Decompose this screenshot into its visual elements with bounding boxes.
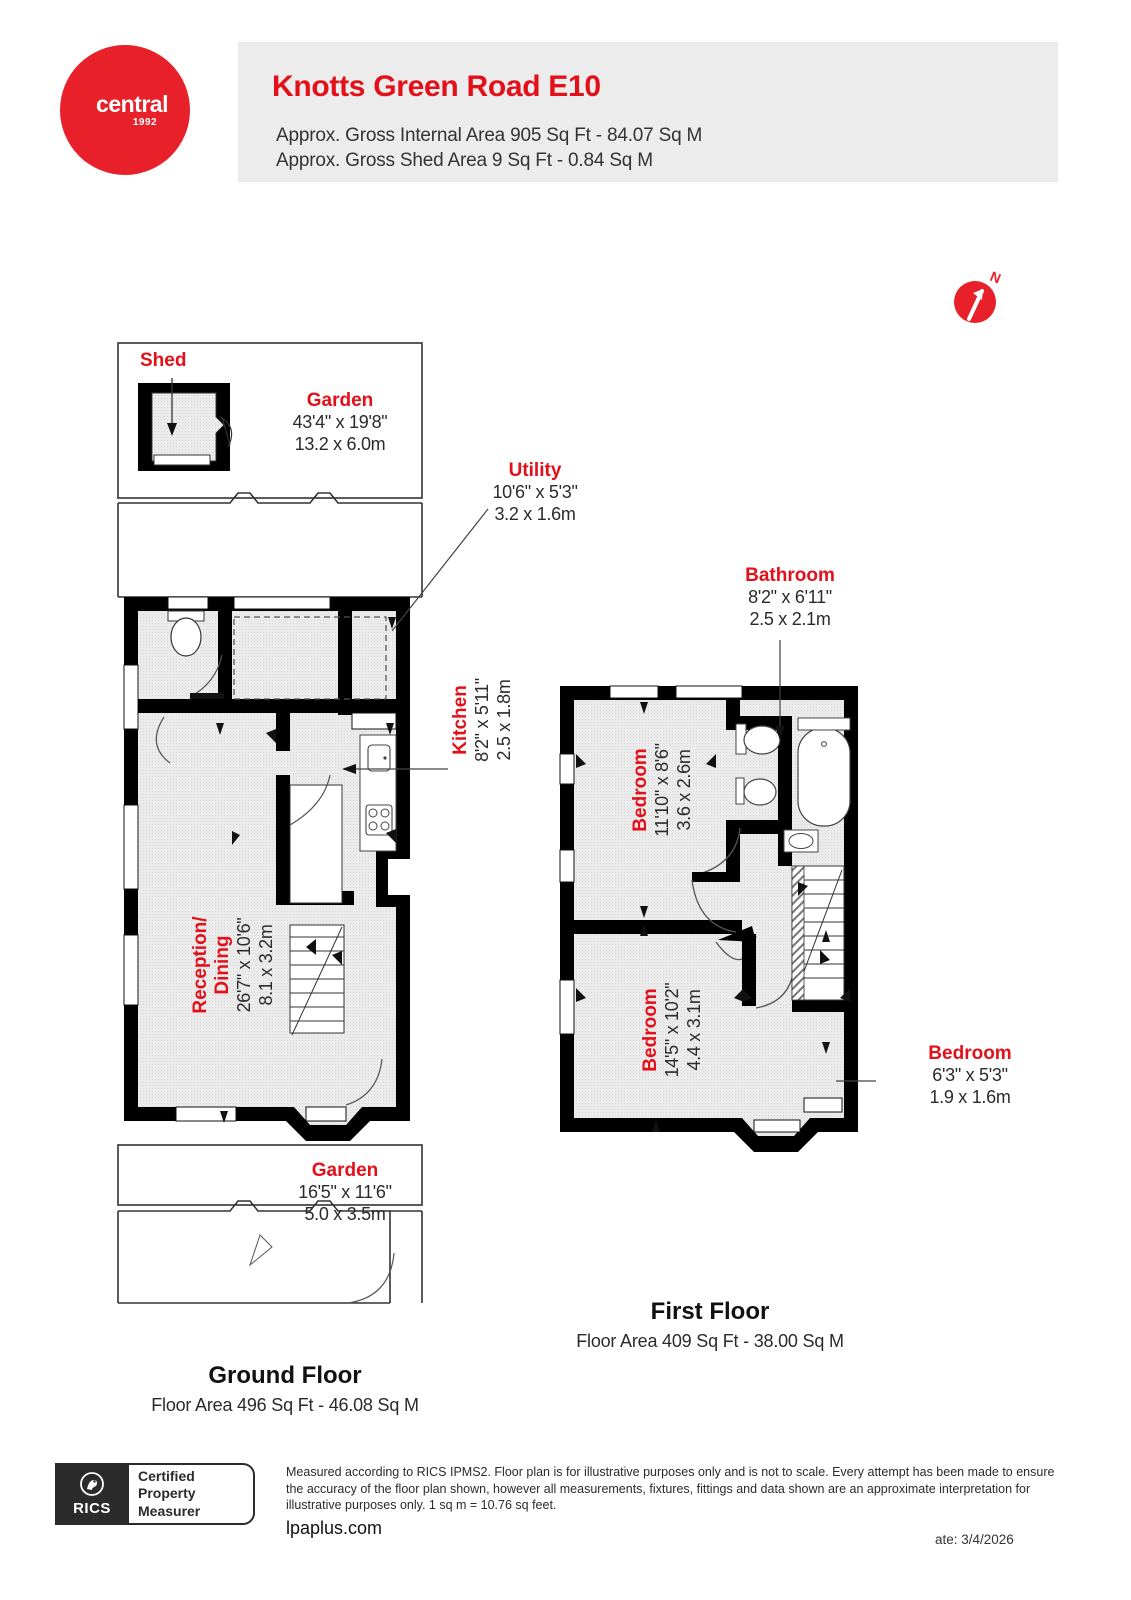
shed-leader-arrow: [167, 378, 177, 436]
room-label-bedroom-2: Bedroom 14'5" x 10'2" 4.4 x 3.1m: [640, 982, 704, 1078]
toilet-fixture-bath: [735, 723, 781, 755]
rics-lion-icon: [80, 1471, 104, 1496]
room-label-kitchen: Kitchen 8'2" x 5'11" 2.5 x 1.8m: [450, 678, 514, 762]
disclaimer-text: Measured according to RICS IPMS2. Floor …: [286, 1465, 1055, 1513]
room-label-bedroom-3: Bedroom 6'3" x 5'3" 1.9 x 1.6m: [928, 1043, 1012, 1107]
header-banner: [238, 42, 1058, 182]
room-label-front-garden: Garden 16'5" x 11'6" 5.0 x 3.5m: [298, 1160, 392, 1224]
first-floor-title-block: First Floor Floor Area 409 Sq Ft - 38.00…: [576, 1298, 844, 1351]
bedroom-3-leader-line: [828, 1075, 878, 1087]
room-label-reception-dining: Reception/ Dining 26'7" x 10'6" 8.1 x 3.…: [190, 916, 276, 1014]
shed-drawing: [138, 383, 233, 471]
bathtub-fixture: [797, 717, 851, 827]
website-link[interactable]: lpaplus.com: [286, 1518, 383, 1538]
landing-doors: [574, 827, 844, 1012]
compass-north-label: N: [988, 268, 1002, 287]
central-logo: central 1992: [60, 45, 190, 175]
ground-floor-title-block: Ground Floor Floor Area 496 Sq Ft - 46.0…: [151, 1362, 419, 1415]
kitchen-leader-line: [340, 762, 450, 776]
room-label-shed: Shed: [140, 350, 187, 371]
date-stamp: ate: 3/4/2026: [935, 1532, 1014, 1547]
staircase-first: [791, 865, 845, 1001]
page-title: Knotts Green Road E10: [272, 70, 601, 103]
gross-shed-area-text: Approx. Gross Shed Area 9 Sq Ft - 0.84 S…: [276, 150, 653, 171]
utility-leader-line: [370, 505, 500, 650]
bidet-fixture: [735, 777, 777, 806]
room-label-utility: Utility 10'6" x 5'3" 3.2 x 1.6m: [492, 460, 578, 524]
rics-logo: RICS: [55, 1463, 129, 1525]
compass-rose: N: [948, 264, 1002, 326]
bathroom-area: [726, 700, 851, 866]
room-label-rear-garden: Garden 43'4" x 19'8" 13.2 x 6.0m: [292, 390, 388, 454]
room-label-bathroom: Bathroom 8'2" x 6'11" 2.5 x 2.1m: [745, 565, 835, 629]
bathroom-leader-line: [770, 640, 790, 740]
front-garden-outline: [117, 1144, 423, 1304]
logo-year: 1992: [132, 116, 158, 128]
rics-badge-text: Certified Property Measurer: [129, 1463, 255, 1525]
gross-internal-area-text: Approx. Gross Internal Area 905 Sq Ft - …: [276, 125, 703, 146]
sink-fixture: [783, 829, 819, 853]
staircase-ground: [289, 924, 345, 1036]
toilet-fixture-wc: [167, 610, 205, 657]
rics-certified-badge: RICS Certified Property Measurer: [55, 1463, 255, 1525]
ground-floor-plan: [110, 335, 440, 1325]
ground-dimension-arrows: [216, 617, 396, 1123]
first-dimension-arrows: [576, 702, 850, 1132]
first-floor-plan: [540, 680, 880, 1180]
room-label-bedroom-1: Bedroom 11'10" x 8'6" 3.6 x 2.6m: [630, 743, 694, 837]
logo-wordmark: central: [96, 90, 168, 117]
